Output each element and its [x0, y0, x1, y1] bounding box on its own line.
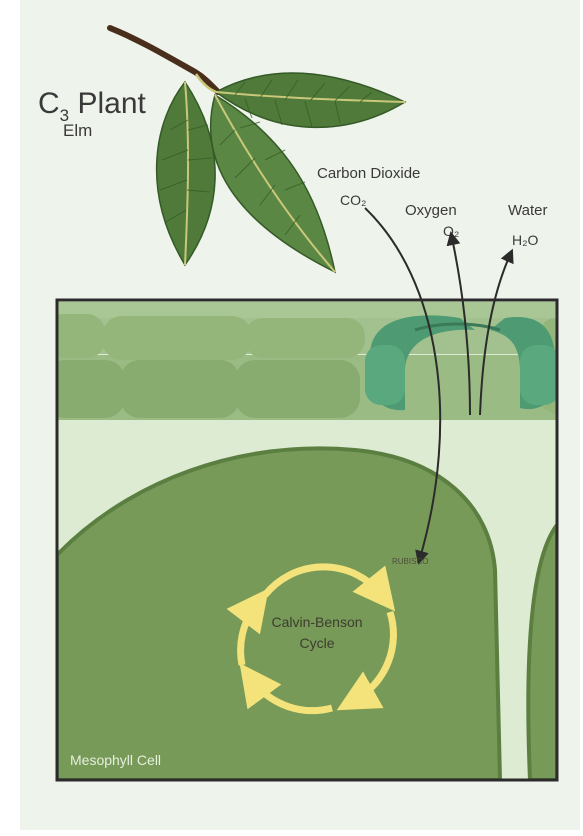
plant-species-label: Elm	[63, 121, 92, 140]
oxygen-label: Oxygen	[405, 202, 457, 219]
water-formula: H₂O	[512, 232, 539, 248]
rubisco-label: RUBISCO	[392, 557, 428, 566]
carbon-dioxide-formula: CO₂	[340, 192, 366, 208]
plant-type-title: C3 Plant	[38, 87, 147, 125]
elm-branch-illustration	[110, 28, 405, 272]
cycle-label-line1: Calvin-Benson	[271, 614, 362, 630]
oxygen-formula: O₂	[443, 223, 459, 239]
mesophyll-cell-label: Mesophyll Cell	[70, 752, 161, 768]
epidermis-layer	[45, 302, 580, 420]
carbon-dioxide-label: Carbon Dioxide	[317, 165, 420, 182]
diagram-canvas: C3 Plant Elm Carbon Dioxide CO₂ Oxygen O…	[20, 0, 580, 830]
c3-plant-diagram: C3 Plant Elm Carbon Dioxide CO₂ Oxygen O…	[20, 0, 580, 830]
water-label: Water	[508, 202, 547, 219]
cycle-label-line2: Cycle	[299, 635, 334, 651]
